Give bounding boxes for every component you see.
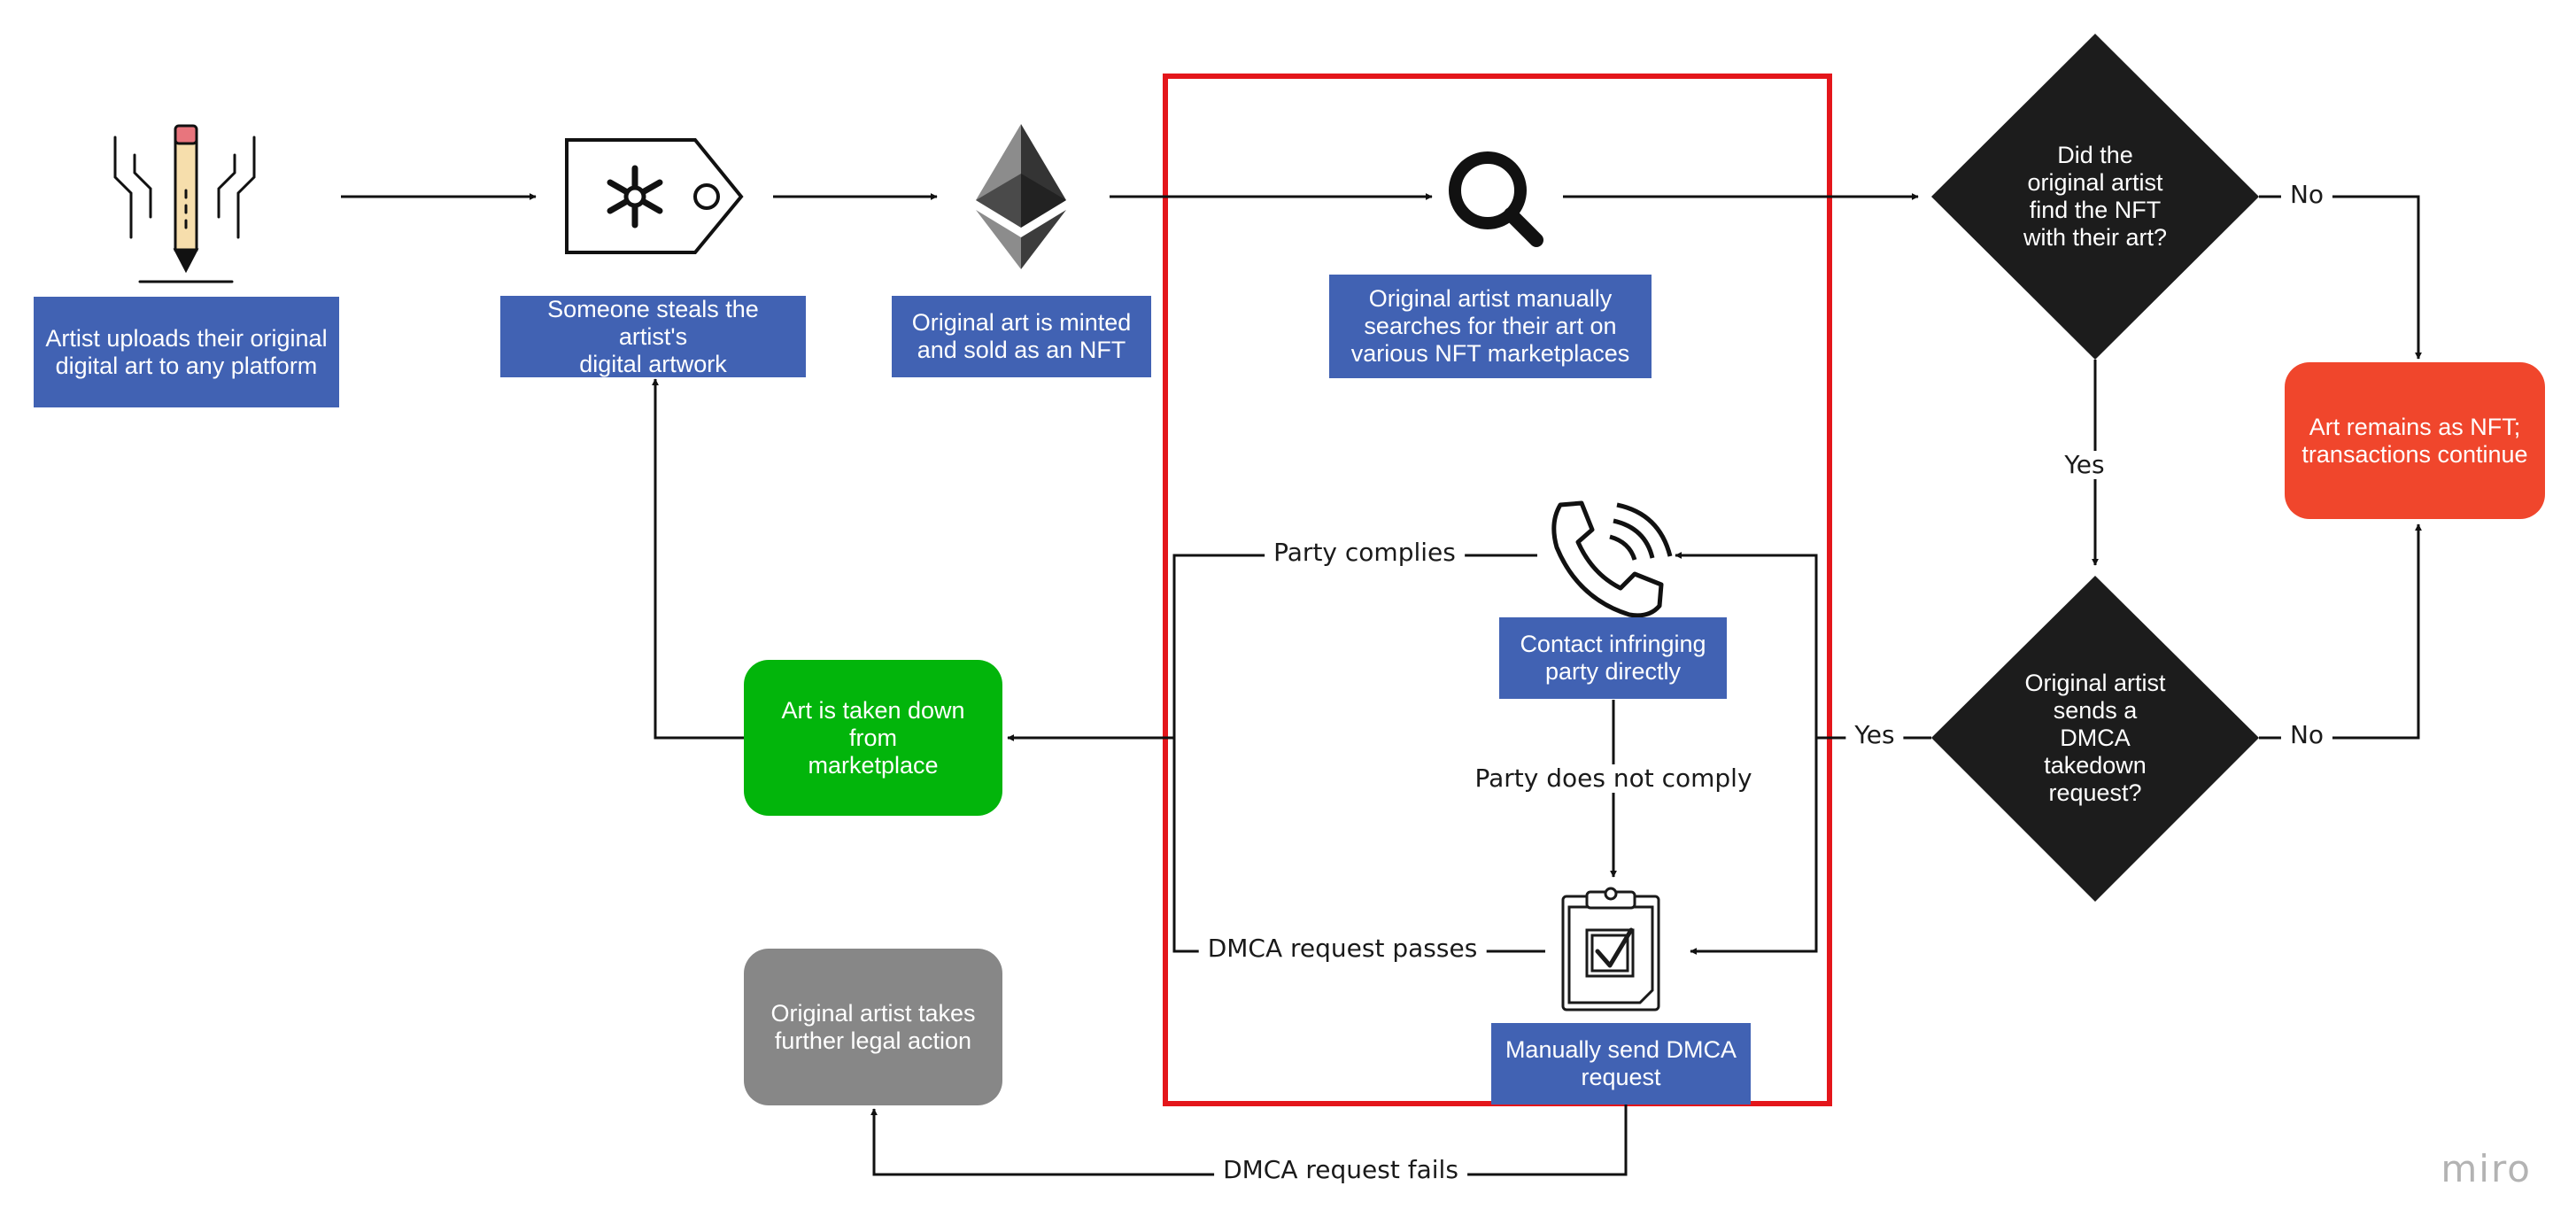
node-minted: Original art is minted and sold as an NF… [892,296,1151,377]
edge-no-bottom [2259,523,2422,740]
decision-sends-dmca-label: Original artist sends a DMCA takedown re… [2024,669,2166,806]
edge-label-party-not-comply: Party does not comply [1466,764,1761,793]
node-manual-dmca: Manually send DMCA request [1491,1023,1751,1105]
node-taken-down: Art is taken down from marketplace [744,660,1002,816]
search-icon [1449,151,1543,247]
edge-label-no-bottom: No [2280,721,2333,749]
decision-did-find [1931,34,2259,360]
decision-sends-dmca [1931,576,2259,902]
edge-label-party-complies: Party complies [1265,539,1465,567]
ethereum-icon [976,124,1066,269]
clipboard-check-icon [1561,887,1660,1012]
node-artist-uploads: Artist uploads their original digital ar… [34,297,339,407]
node-remains-nft: Art remains as NFT; transactions continu… [2285,362,2545,519]
node-legal-action: Original artist takes further legal acti… [744,949,1002,1105]
pencil-icon [113,124,256,283]
node-someone-steals: Someone steals the artist's digital artw… [500,296,806,377]
edge-label-yes-left: Yes [1845,721,1904,749]
edge-label-no-top: No [2280,181,2333,209]
edge-takedown-to-steal [652,378,746,740]
edge-label-dmca-passes: DMCA request passes [1198,934,1487,963]
edge-to-clipboard [1690,738,1818,955]
phone-icon [1551,500,1673,618]
edge-no-top [2259,195,2422,360]
edge-to-phone [1675,552,1818,738]
edge-label-yes-mid: Yes [2055,451,2114,479]
price-tag-icon [565,138,744,254]
edge-complies [1172,554,1545,953]
node-contact-party: Contact infringing party directly [1499,617,1727,699]
decision-did-find-label: Did the original artist find the NFT wit… [2023,142,2168,251]
node-manual-search: Original artist manually searches for th… [1329,275,1652,378]
miro-watermark: miro [2441,1147,2532,1190]
edge-label-dmca-fails: DMCA request fails [1214,1156,1467,1184]
